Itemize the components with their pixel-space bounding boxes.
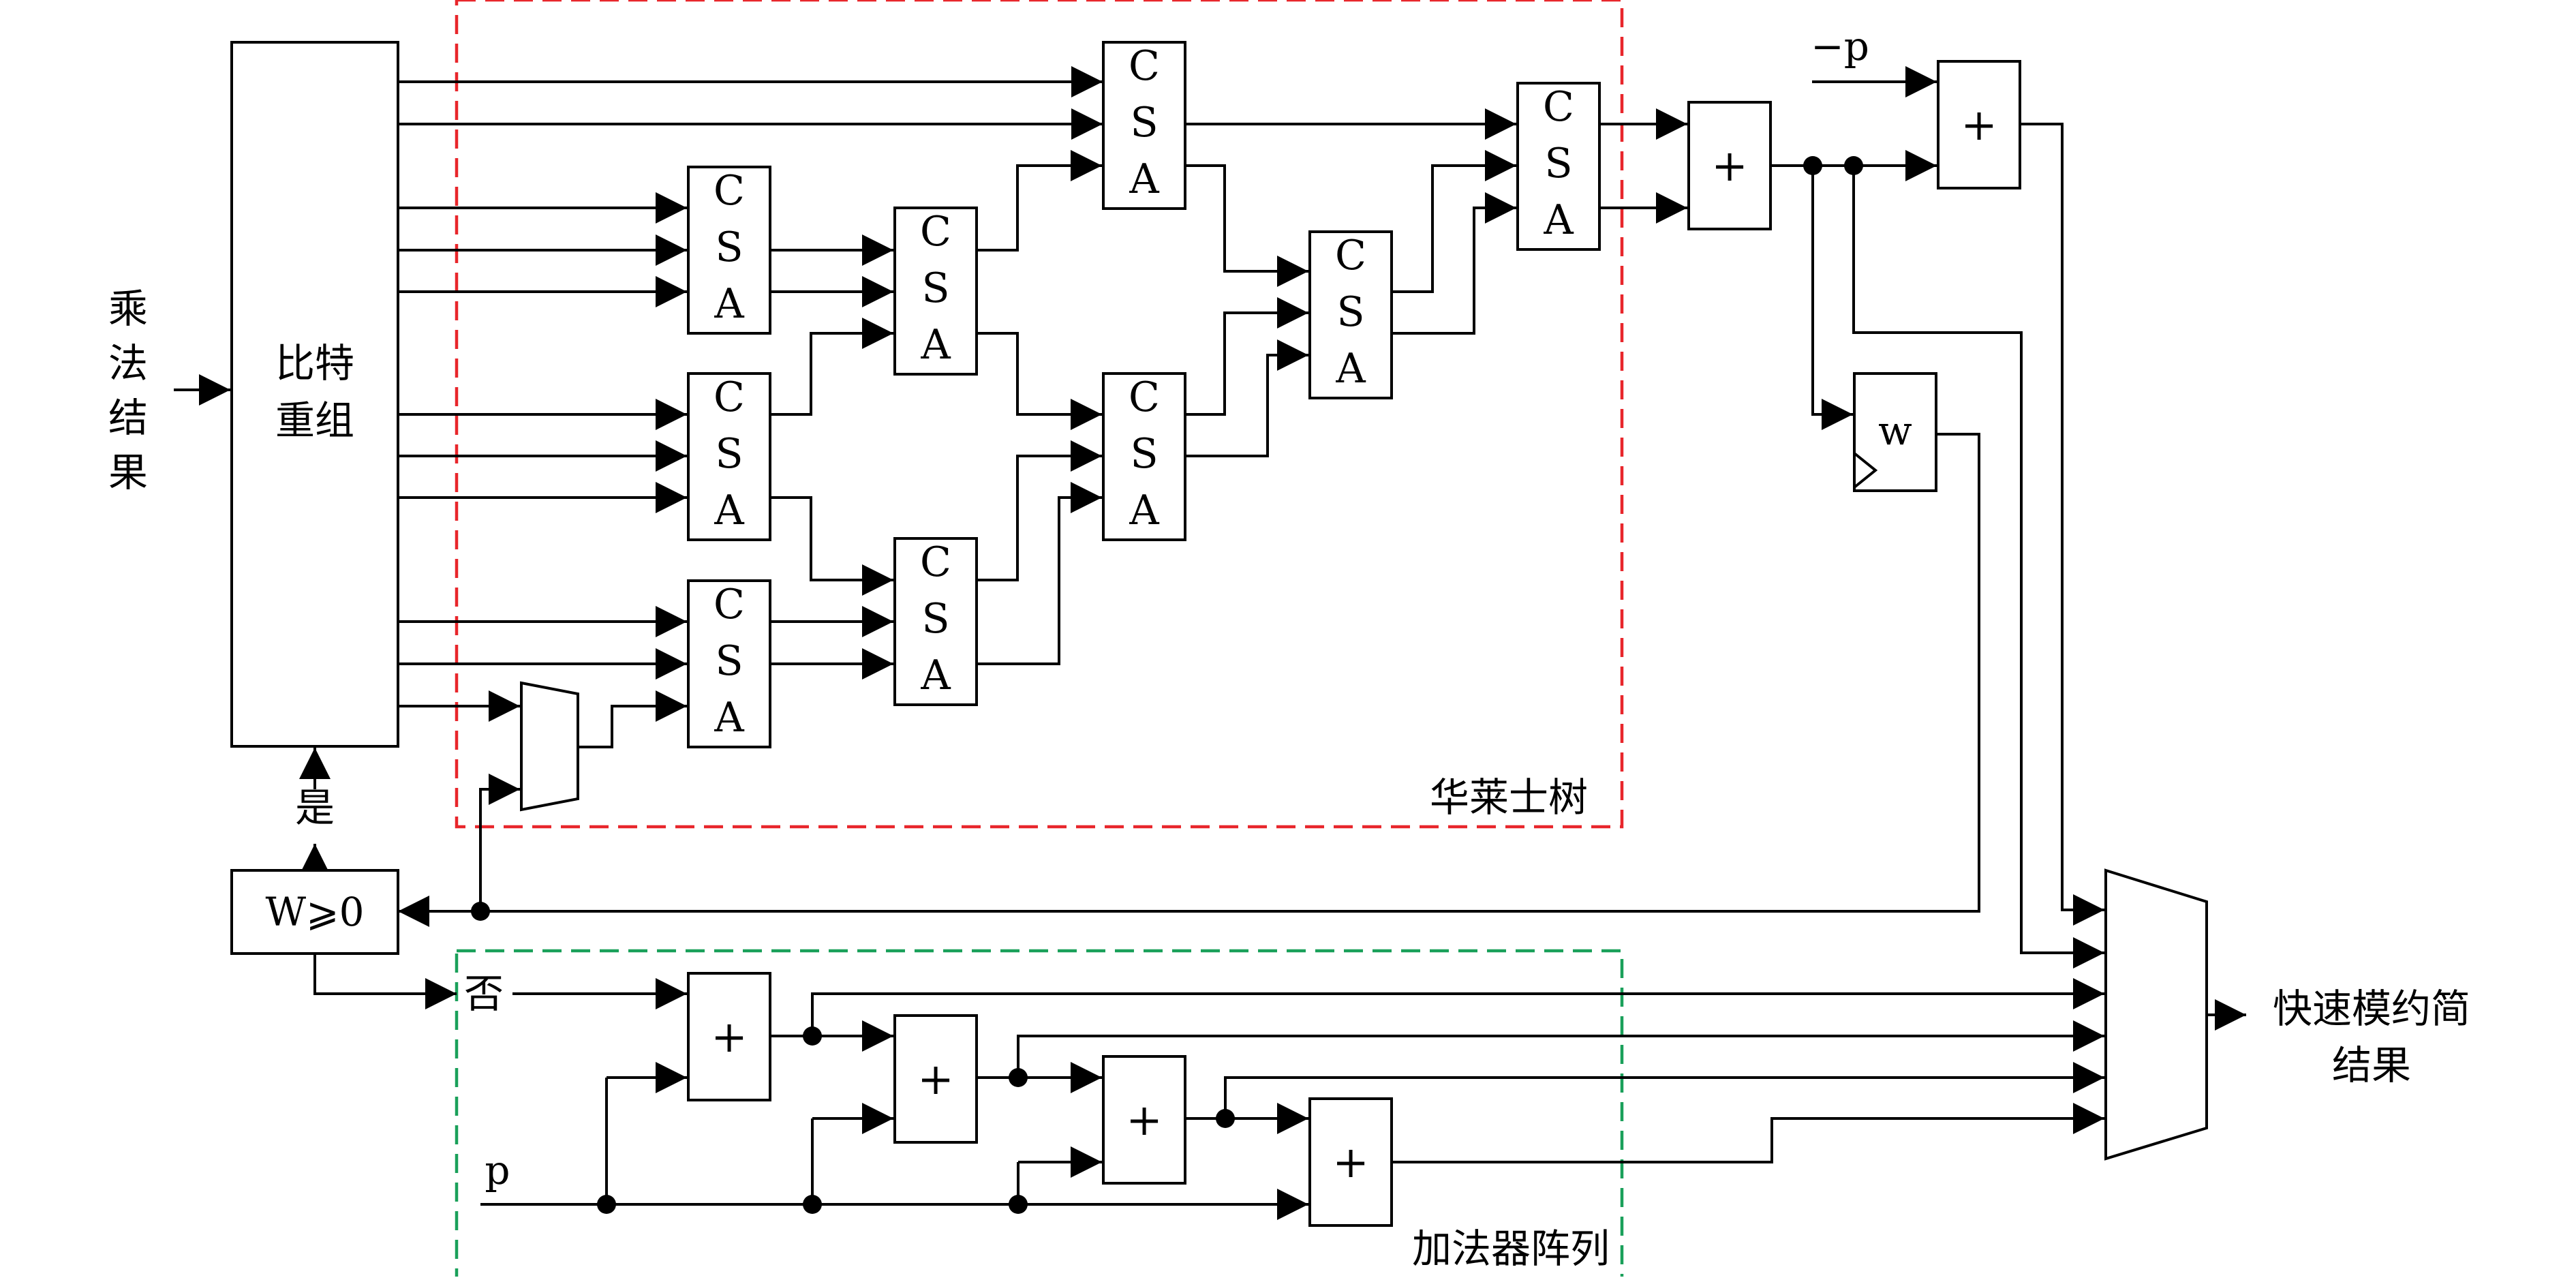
csa-letter: S	[1130, 99, 1158, 147]
csa-4: C S A	[893, 207, 978, 376]
final-adder: +	[1687, 101, 1772, 230]
p-input-label: p	[485, 1147, 510, 1193]
csa-letter: S	[1130, 430, 1158, 478]
plus-symbol: +	[1126, 1095, 1163, 1146]
wiring	[174, 66, 2246, 1220]
csa-letter: S	[715, 430, 743, 478]
csa-letter: A	[1335, 345, 1366, 393]
csa-5: C S A	[893, 537, 978, 706]
input-label-char-2: 法	[108, 340, 148, 386]
output-label-line-2: 结果	[2332, 1042, 2411, 1088]
plus-symbol: +	[1961, 100, 1997, 151]
bit-regroup-label-line-1: 比特	[275, 340, 354, 386]
csa-letter: A	[1129, 487, 1159, 534]
adder-array-region	[455, 949, 1624, 1280]
csa-letter: S	[921, 264, 949, 312]
input-label-char-3: 结	[108, 395, 148, 441]
adder-array-label: 加法器阵列	[1412, 1225, 1610, 1272]
csa-letter: A	[1543, 196, 1574, 244]
w-condition-label: W⩾0	[265, 889, 364, 935]
plus-symbol: +	[711, 1012, 748, 1063]
array-adder-3: +	[1102, 1055, 1186, 1185]
w-condition-block: W⩾0	[230, 869, 399, 955]
csa-letter: C	[1543, 83, 1574, 131]
csa-letter: A	[714, 280, 744, 328]
plus-symbol: +	[1711, 141, 1748, 192]
array-adder-4: +	[1308, 1097, 1393, 1227]
csa-letter: S	[921, 595, 949, 643]
csa-letter: A	[1129, 155, 1159, 203]
csa-letter: C	[1335, 232, 1366, 279]
csa-letter: A	[714, 694, 744, 742]
csa-9: C S A	[1516, 82, 1601, 251]
csa-letter: C	[1129, 42, 1160, 90]
csa-letter: A	[920, 321, 951, 369]
csa-2: C S A	[687, 372, 771, 541]
output-label-line-1: 快速模约简	[2273, 986, 2470, 1032]
minus-p-label: −p	[1811, 23, 1869, 70]
csa-letter: S	[1336, 288, 1364, 336]
output-mux	[2104, 868, 2208, 1161]
wallace-tree-label: 华莱士树	[1430, 774, 1588, 821]
csa-6: C S A	[1102, 41, 1186, 210]
csa-letter: A	[920, 652, 951, 699]
csa-letter: C	[714, 581, 745, 628]
csa-letter: C	[920, 208, 951, 256]
csa-letter: S	[715, 224, 743, 271]
input-label-char-4: 果	[108, 449, 148, 496]
junction-dots	[471, 156, 1863, 1214]
bit-regroup-label-line-2: 重组	[275, 397, 354, 444]
csa-letter: C	[1129, 374, 1160, 421]
w-register-label: w	[1878, 408, 1912, 454]
csa-8: C S A	[1308, 230, 1393, 399]
csa-letter: S	[1544, 140, 1572, 187]
input-label-char-1: 乘	[108, 286, 148, 332]
no-label: 否	[464, 971, 504, 1017]
csa-3: C S A	[687, 579, 771, 748]
bit-regroup-block	[230, 41, 399, 748]
csa-letter: A	[714, 487, 744, 534]
array-adder-1: +	[687, 972, 771, 1101]
csa-7: C S A	[1102, 372, 1186, 541]
wallace-tree-region	[455, 0, 1624, 829]
csa-letter: C	[714, 167, 745, 215]
yes-label: 是	[295, 784, 335, 831]
csa-letter: S	[715, 637, 743, 685]
csa-letter: C	[920, 538, 951, 586]
array-adder-2: +	[893, 1014, 978, 1144]
csa-letter: C	[714, 374, 745, 421]
plus-symbol: +	[1332, 1138, 1369, 1188]
csa-1: C S A	[687, 166, 771, 335]
wallace-mux	[520, 681, 579, 812]
w-register: w	[1853, 372, 1937, 492]
minus-p-adder: +	[1937, 60, 2021, 189]
plus-symbol: +	[917, 1054, 954, 1105]
